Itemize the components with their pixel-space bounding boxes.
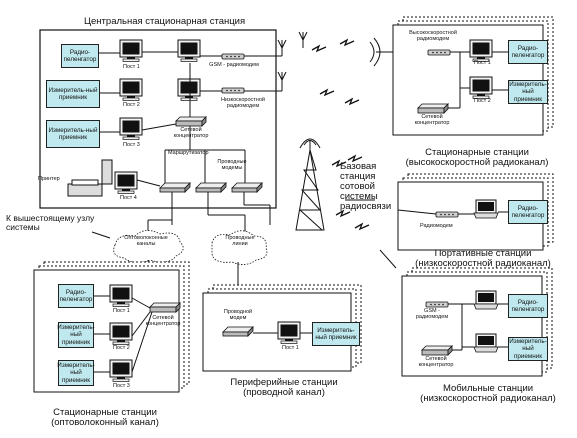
gsm-computer [177, 39, 201, 62]
wired-modem-1 [159, 182, 191, 193]
optic-hub-label: Сетевой концентратор [145, 315, 181, 327]
mobile-laptop-2 [473, 333, 499, 353]
wired-modems-label: Проводные модемы [217, 159, 247, 171]
peripheral-post1-label: Пост 1 [282, 345, 299, 351]
radio-link-1 [311, 45, 327, 52]
wired-modem-2 [195, 182, 227, 193]
radio-link-8 [354, 223, 370, 230]
portable-low-caption: Портативные станции (низкоскоростной рад… [415, 248, 551, 269]
portable-radiomodem [435, 211, 459, 218]
upper-node-label: К вышестоящему узлу системы [6, 213, 95, 232]
central-post1-label: Пост 1 [123, 64, 140, 70]
lowspeed-modem [221, 87, 245, 94]
remote-hub-label: Сетевой концентратор [414, 114, 450, 126]
central-lowspeed-label: Низкоскоростной радиомодем [221, 97, 265, 109]
radio-link-2 [339, 39, 355, 46]
central-receiver-box-1: Измеритель-ный приемник [46, 80, 100, 108]
stationary-optic-caption: Стационарные станции (оптоволоконный кан… [51, 407, 159, 428]
remote-receiver-box: Измеритель-ный приемник [508, 80, 548, 104]
cell-tower [295, 138, 325, 231]
central-receiver-box-2: Измеритель-ный приемник [46, 120, 100, 148]
optic-post3-label: Пост 3 [113, 383, 130, 389]
printer [67, 183, 103, 197]
router-label: Маршрутизатор [168, 150, 209, 156]
peripheral-modem-label: Проводной модем [223, 309, 253, 321]
central-title: Центральная стационарная станция [84, 16, 246, 27]
mobile-hub-label: Сетевой концентратор [418, 356, 454, 368]
network-hub [175, 116, 207, 127]
peripheral-receiver-box: Измеритель-ный приемник [312, 322, 360, 346]
post4-computer [114, 171, 138, 194]
mobile-low-caption: Мобильные станции (низкоскоростной радио… [420, 383, 556, 404]
mobile-df-box: Радио-пеленгатор [508, 294, 548, 318]
peripheral-wired-modem [222, 326, 254, 337]
mobile-receiver-box: Измеритель-ный приемник [508, 337, 548, 361]
wired-cloud-label: Проводные линии [225, 235, 255, 247]
peripheral-wired-caption: Периферийные станции (проводной канал) [230, 377, 338, 398]
highspeed-modem [427, 49, 451, 56]
central-post4-label: Пост 4 [120, 195, 137, 201]
mobile-hub [421, 345, 453, 356]
lowspeed-computer [177, 78, 201, 101]
printer-label: Принтер [38, 176, 60, 182]
highspeed-modem-label: Высокоскоростной радиомодем [409, 30, 457, 42]
central-hub-label: Сетевой концентратор [173, 127, 209, 139]
optic-post1-label: Пост 1 [113, 308, 130, 314]
remote-df-box: Радио-пеленгатор [508, 40, 548, 64]
post1-computer [119, 39, 143, 62]
optic-df-box: Радио-пеленгатор [58, 284, 94, 308]
central-station-frame [39, 29, 277, 209]
central-gsm-label: GSM - радиомодем [209, 62, 259, 68]
radio-link-4 [344, 98, 360, 105]
antennas [277, 31, 308, 81]
optic-cloud [113, 230, 184, 263]
post3-computer [119, 117, 143, 140]
mobile-gsm-label: GSM - радиомодем [415, 308, 449, 320]
optic-hub [149, 302, 181, 313]
central-df-box: Радио-пеленгатор [61, 44, 99, 68]
mobile-laptop-1 [473, 290, 499, 310]
tower-pc [101, 159, 113, 185]
wired-modem-3 [231, 182, 263, 193]
optic-post2-label: Пост 2 [113, 345, 130, 351]
gsm-modem [221, 53, 245, 60]
central-post2-label: Пост 2 [123, 102, 140, 108]
remote-post2-label: Пост 2 [474, 98, 491, 104]
optic-receiver-box-2: Измеритель-ный приемник [57, 360, 95, 386]
optic-cloud-label: Оптоволоконные каналы [124, 235, 168, 247]
portable-df-box: Радио-пеленгатор [508, 200, 548, 224]
portable-laptop [473, 199, 499, 219]
remote-post1-label: Пост 1 [474, 60, 491, 66]
base-station-label: Базовая станция сотовой системы радиосвя… [340, 161, 392, 212]
portable-low-stack [397, 173, 554, 251]
portable-radiomodem-label: Радиомодем [420, 223, 453, 229]
mobile-gsm-modem [425, 301, 449, 308]
central-post3-label: Пост 3 [123, 142, 140, 148]
post2-computer [119, 78, 143, 101]
remote1-hub [417, 103, 449, 114]
stationary-high-stack [392, 16, 554, 136]
wired-cloud [211, 230, 268, 265]
optic-receiver-box-1: Измеритель-ный приемник [57, 322, 95, 348]
radio-link-3 [319, 89, 335, 96]
stationary-high-caption: Стационарные станции (высокоскоростной р… [405, 147, 549, 168]
